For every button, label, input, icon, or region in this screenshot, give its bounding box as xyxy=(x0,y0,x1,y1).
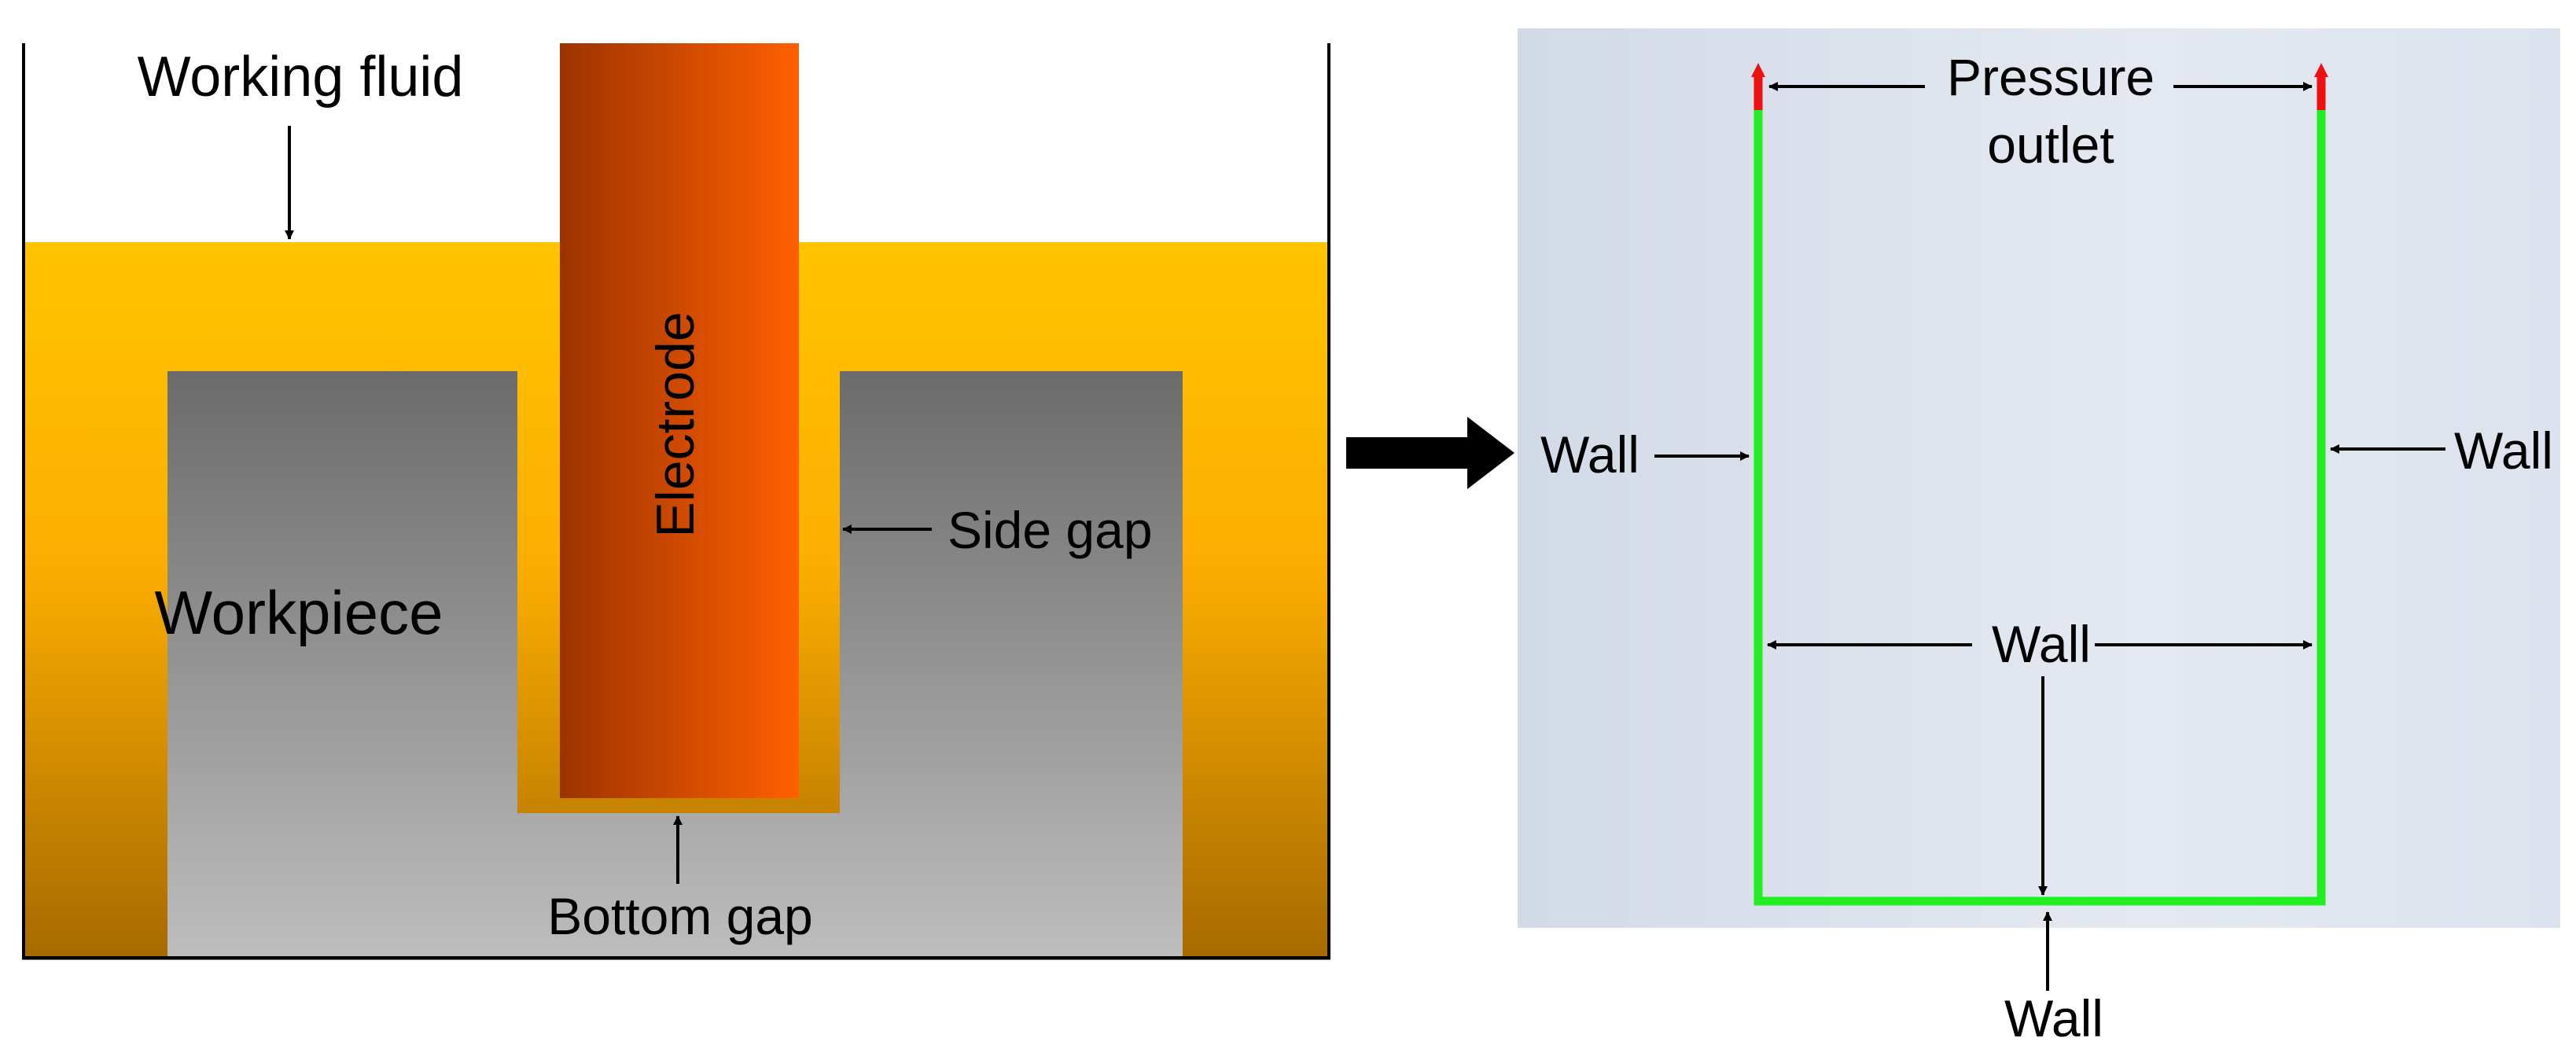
pressure-outlet-left-marker xyxy=(1751,63,1765,110)
pressure-outlet-label-line2: outlet xyxy=(1987,116,2114,174)
electrode-label: Electrode xyxy=(646,311,705,537)
working-fluid-label: Working fluid xyxy=(138,46,464,109)
wall-left-label: Wall xyxy=(1540,425,1639,484)
workpiece xyxy=(167,371,1183,956)
workpiece-label: Workpiece xyxy=(154,578,443,647)
bottom-gap-label: Bottom gap xyxy=(547,887,813,945)
right-diagram: Pressure outlet Wall Wall Wall Wall xyxy=(1518,28,2560,1047)
wall-bottom-label: Wall xyxy=(2004,989,2103,1047)
side-gap-label: Side gap xyxy=(948,501,1153,559)
wall-boundary xyxy=(1754,110,2326,906)
pressure-outlet-label-line1: Pressure xyxy=(1947,48,2155,106)
wall-right-label: Wall xyxy=(2454,421,2553,480)
electrode xyxy=(560,43,799,798)
pressure-outlet-right-marker xyxy=(2314,63,2328,110)
right-arrow-icon xyxy=(1346,417,1514,489)
wall-middle-label: Wall xyxy=(1992,615,2091,673)
left-diagram: Working fluid Electrode Workpiece Side g… xyxy=(22,43,1330,960)
simulation-domain xyxy=(1518,28,2560,928)
